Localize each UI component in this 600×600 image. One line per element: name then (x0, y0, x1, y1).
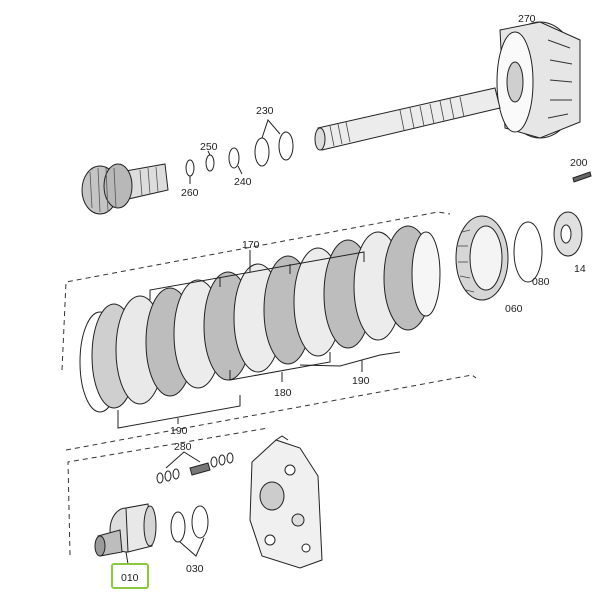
leader-250 (207, 150, 211, 156)
bracket-190-right (299, 351, 401, 367)
callout-190-right: 190 (352, 375, 370, 387)
highlight-box-010[interactable] (111, 563, 149, 589)
callout-170: 170 (242, 239, 260, 251)
leader-230 (261, 119, 281, 139)
callout-060: 060 (505, 303, 523, 315)
callout-240: 240 (234, 176, 252, 188)
leader-280 (165, 451, 201, 469)
o-ring-030-a[interactable] (170, 511, 186, 543)
callout-190-left: 190 (170, 425, 188, 437)
clutch-pack-boundary (61, 211, 451, 371)
clutch-pack-boundary-low (65, 374, 477, 451)
ring-250[interactable] (205, 154, 215, 172)
pin-200[interactable] (572, 171, 592, 183)
lower-boundary (67, 427, 269, 556)
valve-body-housing[interactable] (249, 435, 323, 569)
piston-060[interactable] (455, 215, 509, 301)
callout-14: 14 (574, 263, 586, 275)
ring-240[interactable] (228, 147, 240, 169)
callout-280: 280 (174, 441, 192, 453)
clutch-disc-stack[interactable] (79, 225, 441, 413)
gear-shaft[interactable] (81, 163, 169, 215)
pins-280[interactable] (156, 452, 234, 484)
callout-180: 180 (274, 387, 292, 399)
bracket-170 (149, 251, 365, 300)
seal-ring-080[interactable] (513, 221, 543, 283)
callout-250: 250 (200, 141, 218, 153)
ring-230-a[interactable] (254, 137, 270, 167)
bracket-180 (229, 352, 331, 381)
leader-240 (237, 165, 243, 175)
leader-010 (125, 551, 129, 565)
callout-080: 080 (532, 276, 550, 288)
ring-260[interactable] (185, 159, 195, 177)
callout-230: 230 (256, 105, 274, 117)
callout-260: 260 (181, 187, 199, 199)
callout-270: 270 (518, 13, 536, 25)
ring-230-b[interactable] (278, 131, 294, 161)
shaft-010[interactable] (94, 503, 157, 557)
drum-270[interactable] (496, 21, 581, 139)
callout-010[interactable]: 010 (121, 572, 139, 584)
callout-030: 030 (186, 563, 204, 575)
bracket-190-left (117, 395, 241, 429)
o-ring-030-b[interactable] (191, 505, 209, 539)
main-shaft[interactable] (314, 87, 501, 151)
callout-200: 200 (570, 157, 588, 169)
thrust-washer-14[interactable] (553, 211, 583, 257)
leader-030 (179, 537, 205, 557)
